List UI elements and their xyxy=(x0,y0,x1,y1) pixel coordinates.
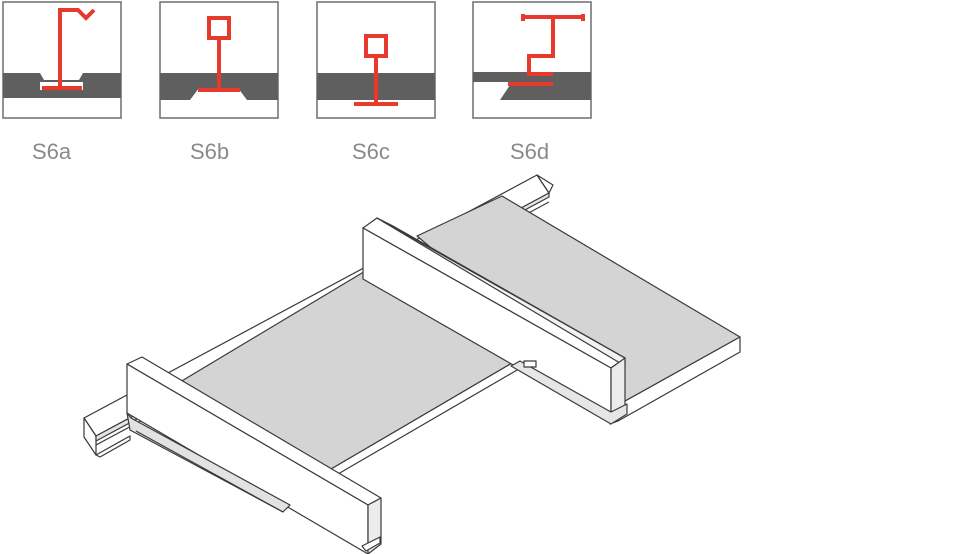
profile-front xyxy=(126,356,382,554)
profile-back xyxy=(362,217,628,425)
profile-s6b-icon xyxy=(198,16,240,92)
clip-tab xyxy=(523,360,537,368)
variant-s6d-thumbnail xyxy=(472,1,592,119)
clip-tab xyxy=(361,536,381,552)
variant-s6c-thumbnail xyxy=(316,1,436,119)
variant-label-s6a: S6a xyxy=(32,139,72,164)
variant-s6b-thumbnail xyxy=(159,1,279,119)
profile-s6c-icon xyxy=(354,34,398,106)
profile-s6d-icon xyxy=(508,14,585,86)
assembly-illustration xyxy=(83,174,741,554)
profile-s6a-icon xyxy=(42,8,96,90)
variant-label-s6c: S6c xyxy=(352,139,390,164)
variant-label-s6b: S6b xyxy=(190,139,229,164)
variant-label-s6d: S6d xyxy=(510,139,549,164)
variant-s6a-thumbnail xyxy=(2,1,122,119)
